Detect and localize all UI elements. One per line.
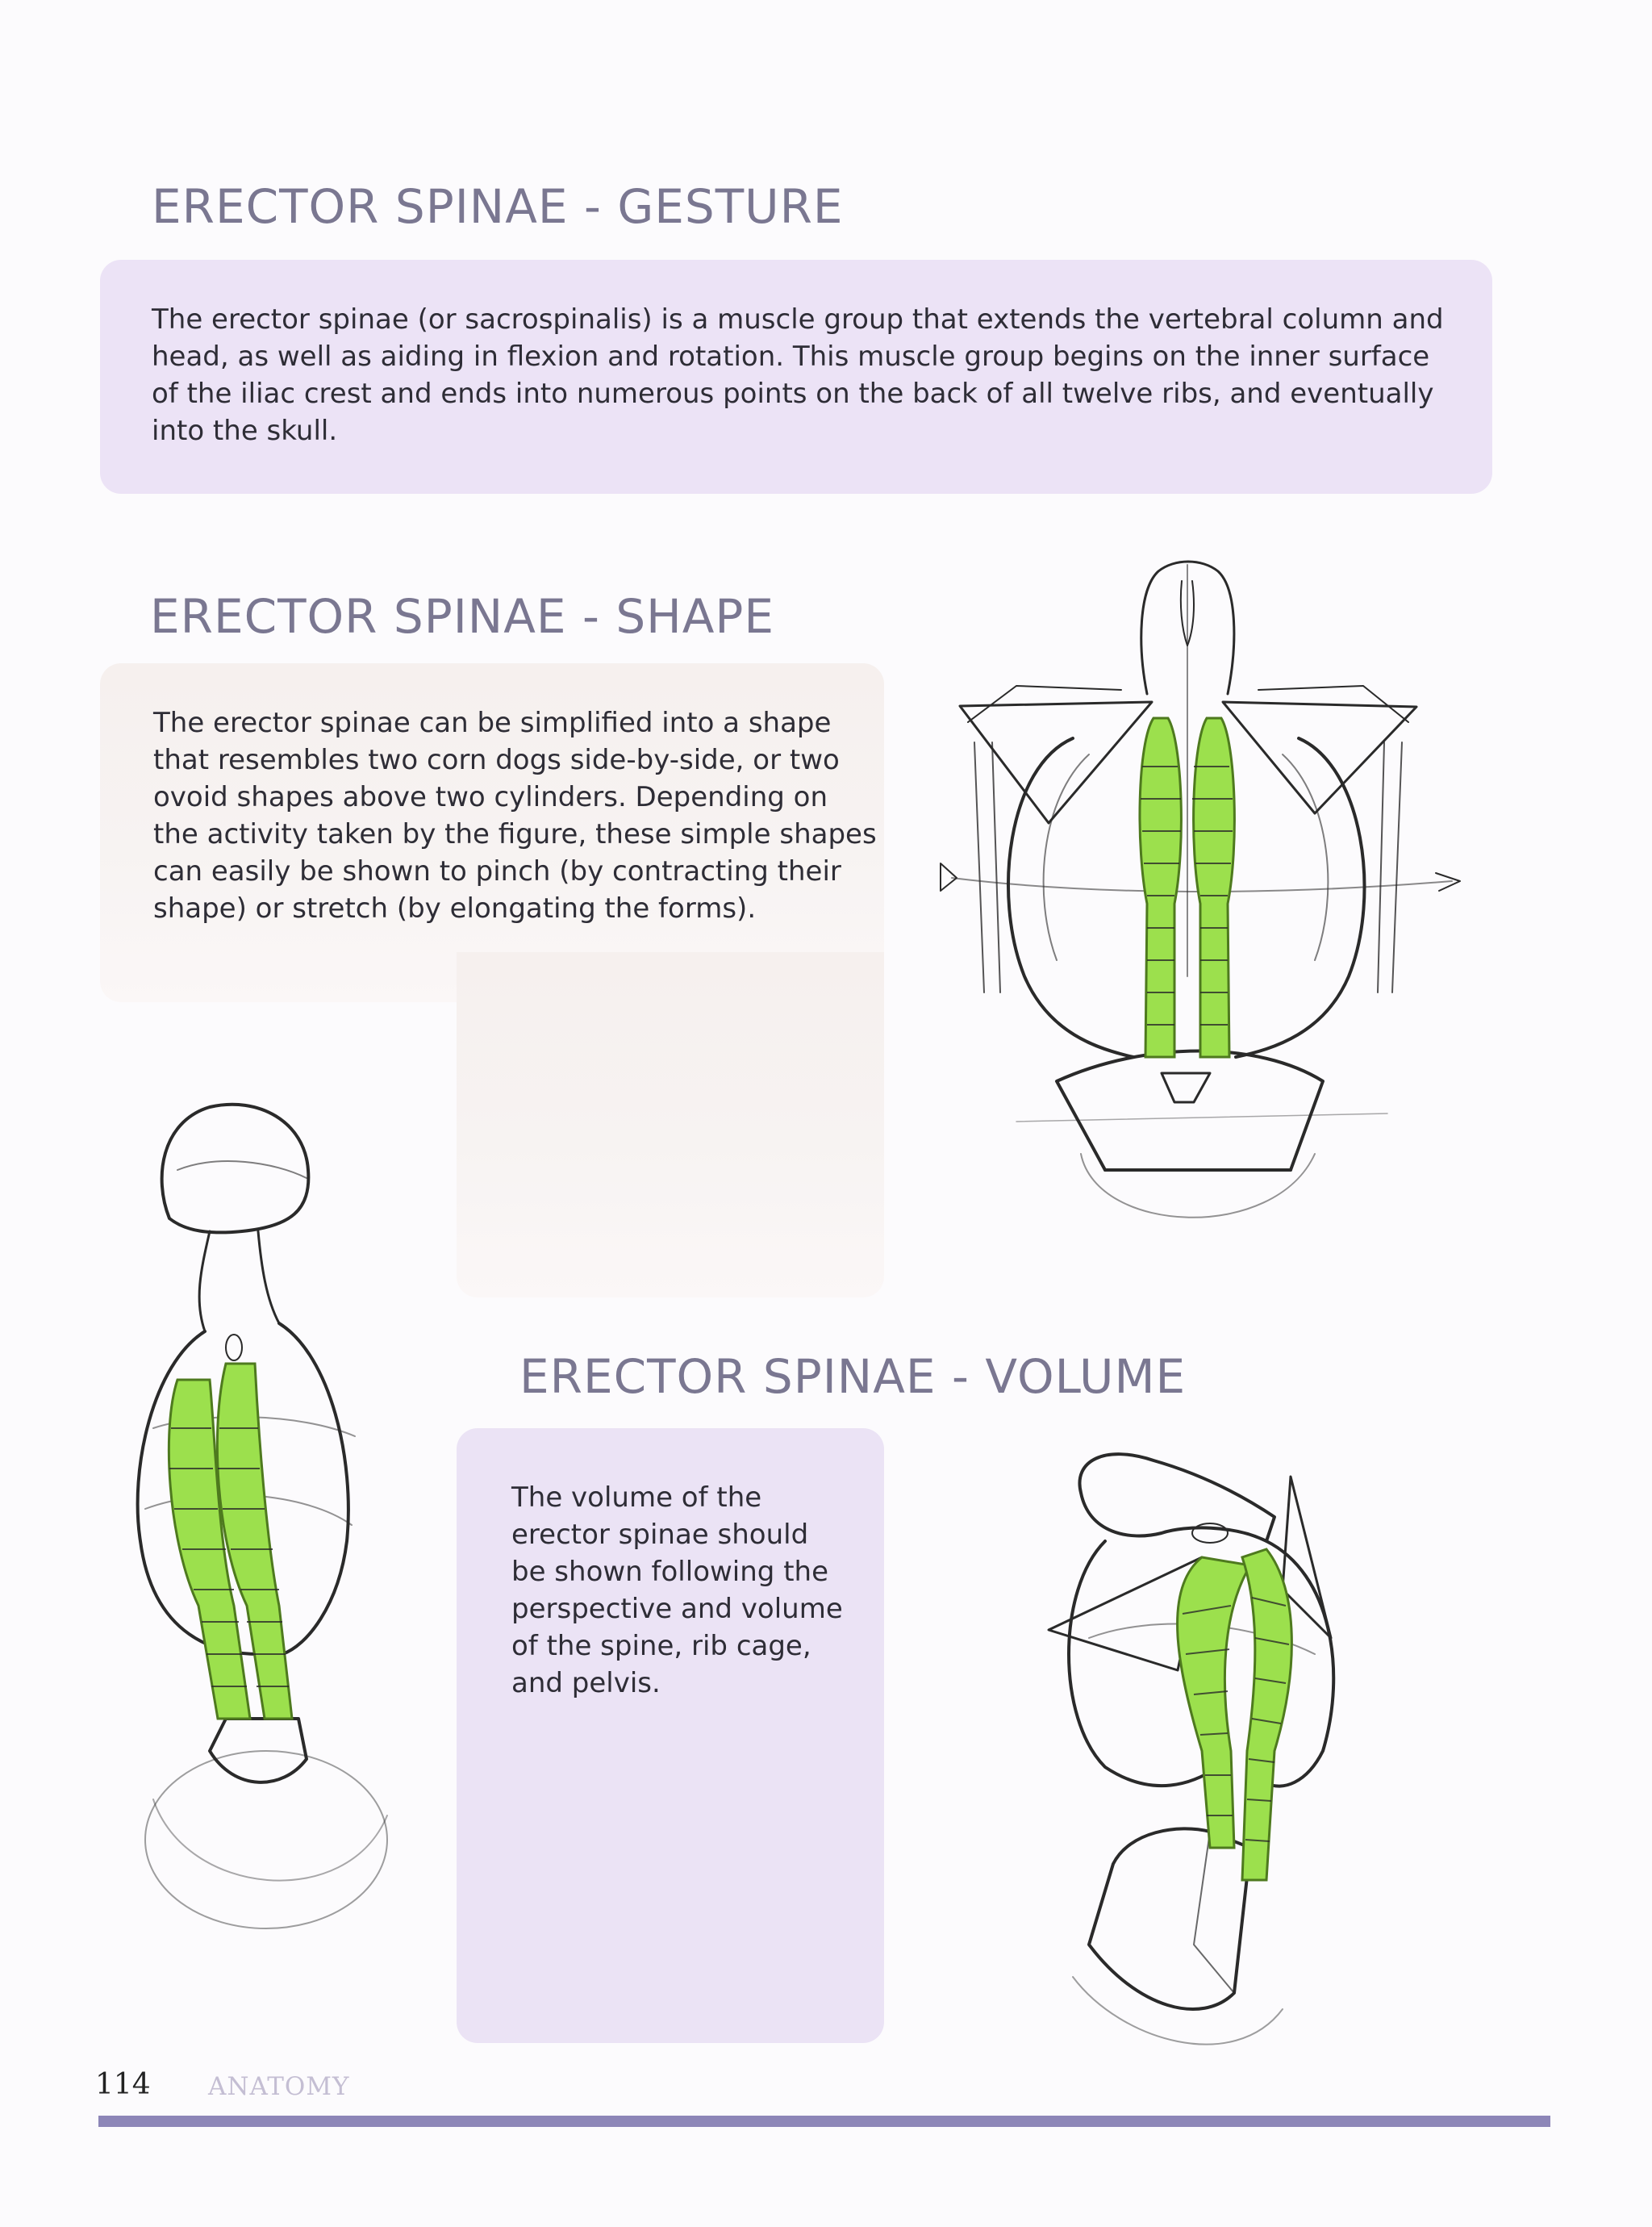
volume-line: erector spinae should <box>511 1519 809 1551</box>
volume-line: of the spine, rib cage, <box>511 1630 811 1662</box>
volume-text-box <box>457 1428 884 2043</box>
page-number: 114 <box>95 2068 151 2101</box>
volume-line: be shown following the <box>511 1556 828 1588</box>
running-section-title: ANATOMY <box>208 2072 350 2101</box>
shape-line: ovoid shapes above two cylinders. Depend… <box>153 781 828 813</box>
gesture-line: of the iliac crest and ends into numerou… <box>152 378 1434 410</box>
volume-heading: ERECTOR SPINAE - VOLUME <box>519 1349 1187 1404</box>
volume-line: and pelvis. <box>511 1667 661 1699</box>
side-view-torso-illustration <box>136 1102 388 1929</box>
volume-paragraph: The volume of the erector spinae should … <box>511 1479 843 1702</box>
shape-line: The erector spinae can be simplified int… <box>153 707 832 739</box>
gesture-paragraph: The erector spinae (or sacrospinalis) is… <box>152 301 1444 449</box>
shape-text-box <box>100 663 884 1002</box>
gesture-text-box <box>100 260 1492 494</box>
back-view-torso-illustration <box>940 560 1461 1218</box>
gesture-heading: ERECTOR SPINAE - GESTURE <box>152 179 844 234</box>
gesture-line: head, as well as aiding in flexion and r… <box>152 341 1430 373</box>
volume-line: perspective and volume <box>511 1593 843 1625</box>
shape-heading: ERECTOR SPINAE - SHAPE <box>150 589 775 644</box>
shape-line: the activity taken by the figure, these … <box>153 818 877 850</box>
three-quarter-torso-illustration <box>1047 1452 1336 2045</box>
shape-box-extension <box>457 952 884 1297</box>
shape-line: can easily be shown to pinch (by contrac… <box>153 855 841 888</box>
shape-line: that resembles two corn dogs side-by-sid… <box>153 744 840 776</box>
footer-rule <box>98 2116 1550 2127</box>
gesture-line: into the skull. <box>152 415 338 447</box>
shape-paragraph: The erector spinae can be simplified int… <box>153 704 877 927</box>
shape-line: shape) or stretch (by elongating the for… <box>153 892 757 925</box>
gesture-line: The erector spinae (or sacrospinalis) is… <box>152 303 1444 336</box>
volume-line: The volume of the <box>511 1481 762 1514</box>
